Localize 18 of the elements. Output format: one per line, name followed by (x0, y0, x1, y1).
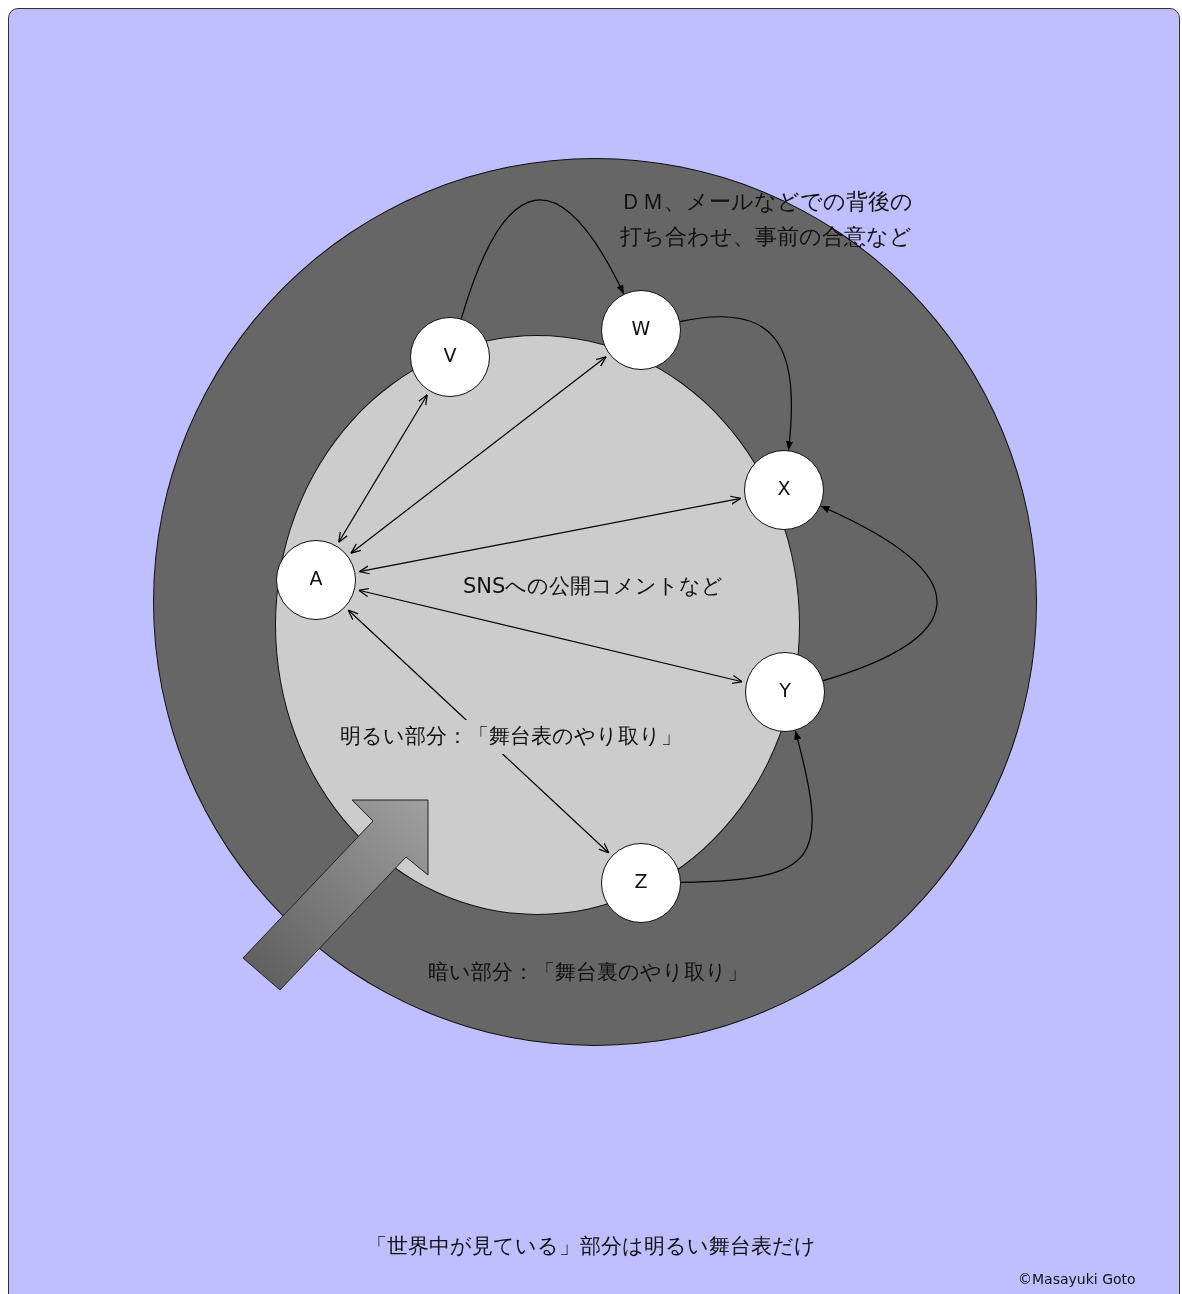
node-label: A (308, 566, 324, 589)
arrow (338, 394, 428, 543)
node-label: V (442, 343, 458, 366)
arrow (680, 730, 813, 883)
arrow (358, 495, 742, 575)
arrow (460, 199, 625, 320)
arrow (358, 588, 743, 684)
node-label: X (776, 476, 792, 499)
caption: 「世界中が見ている」部分は明るい舞台表だけ (365, 1233, 817, 1260)
copyright-note: ©Masayuki Goto (1018, 1270, 1136, 1289)
node-label: Y (778, 678, 792, 701)
arrow (820, 505, 938, 682)
arrow (350, 356, 607, 554)
node-label: Z (633, 869, 649, 892)
region-label: 暗い部分：「舞台裏のやり取り」 (428, 959, 748, 986)
arrow (679, 316, 793, 451)
annotation-text: SNSへの公開コメントなど (463, 573, 724, 600)
node-label: W (630, 316, 652, 339)
